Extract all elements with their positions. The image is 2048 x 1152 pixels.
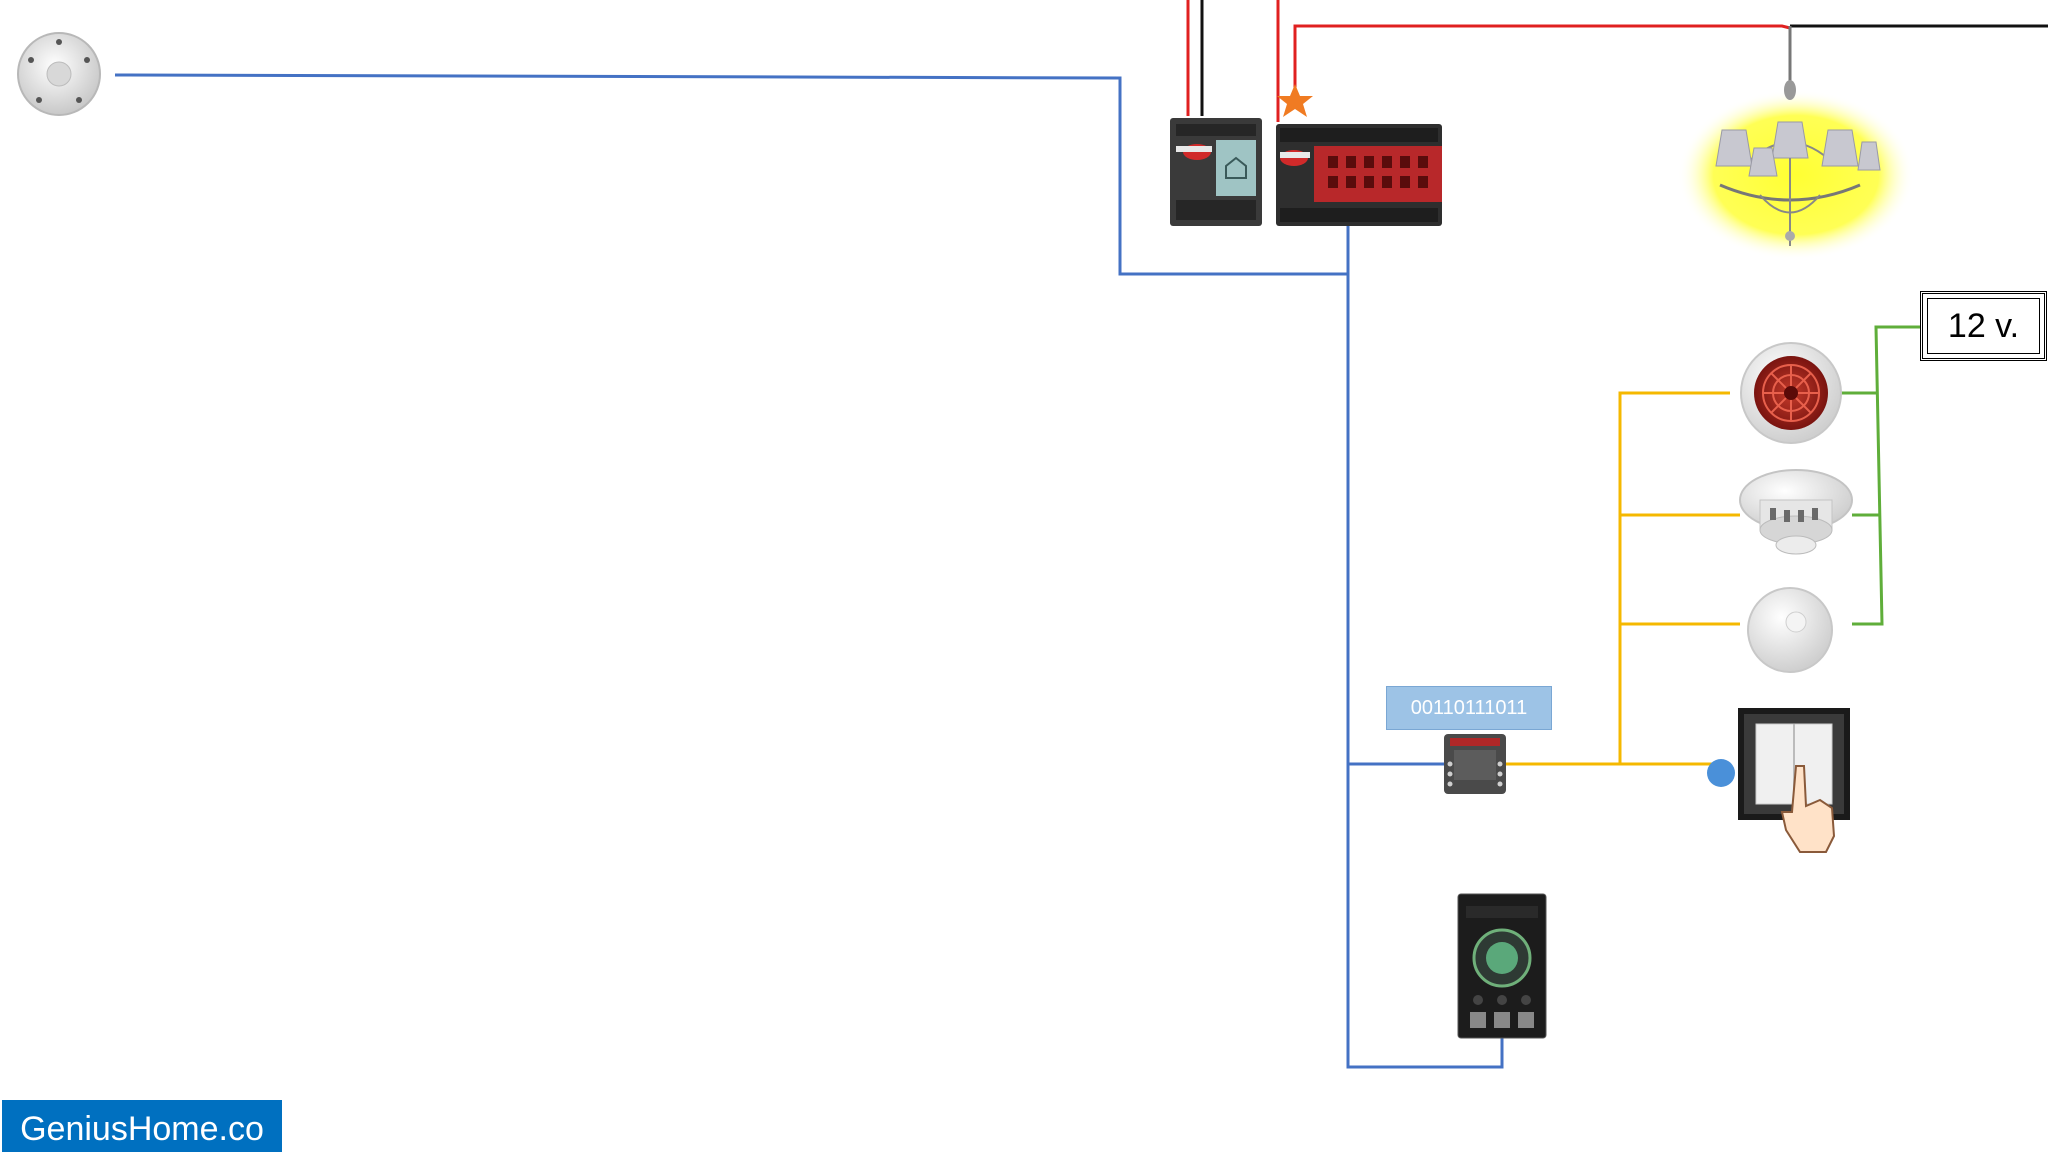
chandelier-icon — [1678, 26, 1914, 260]
light-switch-icon — [1707, 708, 1850, 853]
bus-wires — [114, 73, 1504, 1069]
brand-label: GeniusHome.co — [2, 1100, 282, 1152]
bus-wire-main — [1346, 224, 1504, 1069]
bus-wire-motion-sensor — [114, 73, 1348, 276]
signal-wires — [1506, 391, 1740, 766]
binary-input-module-icon — [1444, 734, 1506, 794]
touch-panel-icon — [1457, 893, 1547, 1039]
power-supply-module-icon — [1170, 118, 1262, 226]
power-supply-label: 12 v. — [1920, 291, 2047, 361]
flame-detector-icon — [1740, 342, 1842, 444]
supply-wires — [1841, 325, 1920, 626]
power-wire-red-3 — [1293, 24, 1791, 100]
signal-wire-trunk — [1618, 391, 1730, 764]
power-wires — [1186, 0, 2048, 122]
smoke-detector-icon — [1739, 469, 1853, 555]
ceiling-motion-sensor-icon — [17, 32, 101, 116]
supply-wire-trunk — [1852, 325, 1920, 626]
binary-code-label: 00110111011 — [1386, 686, 1552, 730]
star-icon — [1277, 84, 1313, 117]
relay-actuator-module-icon — [1276, 124, 1442, 226]
heat-detector-icon — [1747, 587, 1833, 673]
